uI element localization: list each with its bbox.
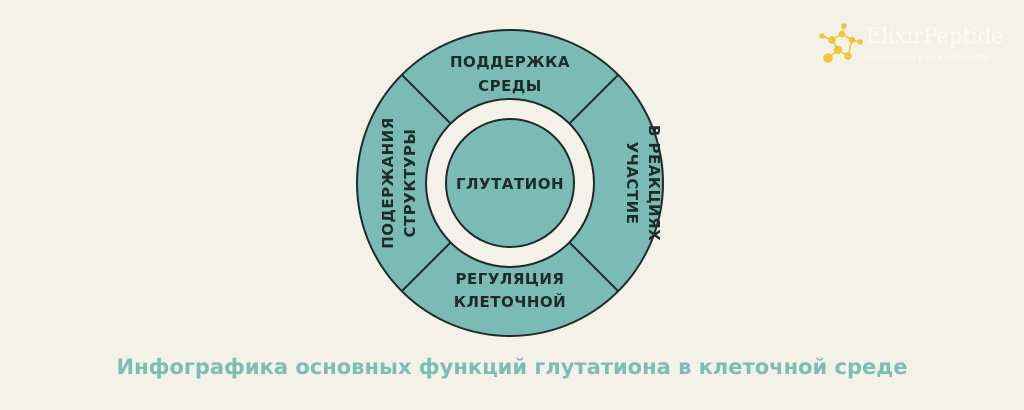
segment-bottom-line1: РЕГУЛЯЦИЯ bbox=[456, 270, 565, 288]
segment-top-line2: СРЕДЫ bbox=[478, 77, 542, 95]
logo-tagline: ЧУДО НАУКИ В КАЖДОЙ КАПЛЕ bbox=[866, 54, 990, 62]
caption: Инфографика основных функций глутатиона … bbox=[116, 355, 908, 379]
segment-bottom-line2: КЛЕТОЧНОЙ bbox=[454, 292, 566, 311]
center-label: ГЛУТАТИОН bbox=[456, 175, 564, 193]
segment-left-line2: СТРУКТУРЫ bbox=[401, 129, 419, 238]
segment-right-line1: УЧАСТИЕ bbox=[623, 142, 641, 225]
segment-left-line1: ПОДЕРЖАНИЯ bbox=[379, 117, 397, 249]
center-circle bbox=[445, 118, 575, 248]
logo-name: ElixirPeptide bbox=[866, 24, 1004, 48]
segment-dividers bbox=[401, 74, 619, 292]
segment-top-line1: ПОДДЕРЖКА bbox=[450, 53, 570, 71]
elixirpeptide-logo: ElixirPeptide ЧУДО НАУКИ В КАЖДОЙ КАПЛЕ bbox=[818, 22, 1008, 70]
segment-right-line2: В РЕАКЦИЯХ bbox=[645, 125, 663, 241]
molecule-icon bbox=[819, 23, 863, 63]
